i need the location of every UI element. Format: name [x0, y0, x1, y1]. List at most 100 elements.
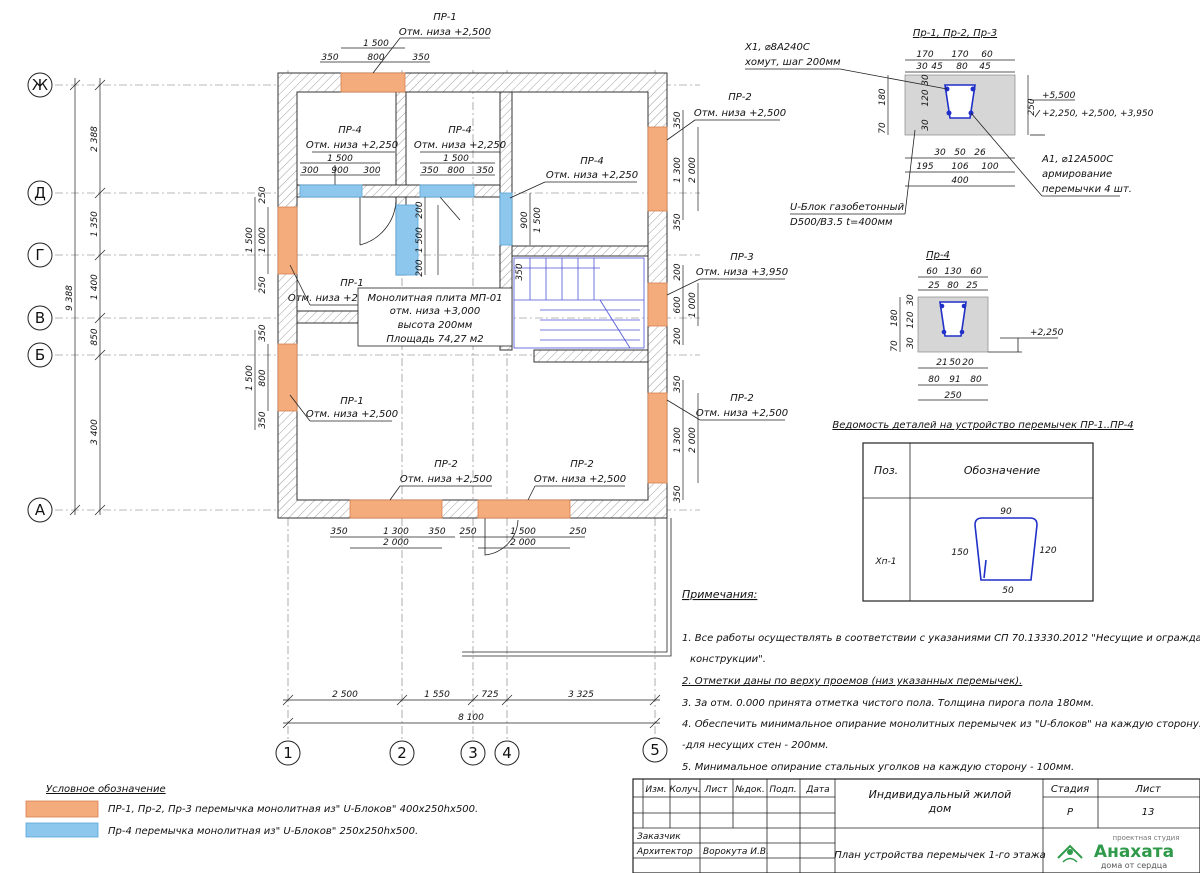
section-pr123: Пр-1, Пр-2, Пр-3 170 170 60 30 45 80 45 … [744, 28, 1154, 228]
svg-text:800: 800 [367, 53, 384, 63]
svg-text:725: 725 [481, 690, 498, 700]
axis-marker-b: Б [27, 342, 53, 368]
svg-text:60: 60 [926, 267, 938, 277]
svg-text:45: 45 [931, 62, 943, 72]
svg-text:120: 120 [906, 311, 916, 328]
svg-text:350: 350 [412, 53, 429, 63]
svg-text:80: 80 [928, 375, 940, 385]
svg-text:170: 170 [916, 50, 933, 60]
svg-text:400: 400 [951, 176, 968, 186]
svg-text:80: 80 [947, 281, 959, 291]
svg-text:25: 25 [928, 281, 940, 291]
svg-text:D500/B3.5 t=400мм: D500/B3.5 t=400мм [790, 217, 893, 228]
svg-text:200: 200 [673, 327, 683, 344]
svg-text:ПР-1: ПР-1 [340, 396, 364, 407]
svg-text:Стадия: Стадия [1051, 784, 1089, 795]
svg-text:U-Блок газобетонный: U-Блок газобетонный [790, 201, 905, 213]
svg-text:1 550: 1 550 [424, 690, 450, 700]
svg-text:дома от сердца: дома от сердца [1101, 861, 1167, 870]
lintel-pr2-bot-left [349, 499, 443, 519]
svg-text:70: 70 [878, 122, 888, 134]
svg-text:20: 20 [962, 358, 974, 368]
svg-text:Ведомость деталей на устройств: Ведомость деталей на устройство перемыче… [832, 420, 1133, 431]
annotation-pr1-top: ПР-1 Отм. низа +2,500 1 500 800 350 350 [320, 12, 491, 74]
svg-text:Лист: Лист [1134, 784, 1162, 795]
svg-text:Подп.: Подп. [769, 785, 796, 795]
svg-text:250: 250 [944, 391, 961, 401]
house-logo-icon [1057, 844, 1083, 863]
svg-text:Архитектор: Архитектор [636, 847, 693, 857]
svg-text:+2,250: +2,250 [1030, 328, 1064, 338]
svg-text:600: 600 [673, 296, 683, 313]
notes: Примечания: 1. Все работы осуществлять в… [682, 588, 1200, 773]
svg-text:А: А [35, 501, 46, 519]
lintel-pr2-right-bot [647, 392, 668, 484]
lintel-pr4-left [299, 184, 363, 198]
axis-marker-3: 3 [460, 740, 486, 766]
lintel-pr2-right-top [647, 126, 668, 212]
row-dimension-chain: 2 388 1 350 1 400 850 3 400 9 388 [65, 78, 106, 516]
svg-text:2 500: 2 500 [332, 690, 358, 700]
axis-marker-a: А [27, 497, 53, 523]
svg-text:Отм. низа +3,950: Отм. низа +3,950 [696, 267, 788, 278]
svg-text:ПР-4: ПР-4 [338, 125, 362, 136]
svg-text:200: 200 [673, 263, 683, 280]
svg-text:90: 90 [1000, 507, 1012, 517]
svg-text:перемычки 4 шт.: перемычки 4 шт. [1042, 184, 1132, 195]
svg-text:900: 900 [520, 211, 530, 228]
svg-text:Индивидуальный жилой: Индивидуальный жилой [869, 788, 1012, 801]
svg-text:2 388: 2 388 [90, 126, 100, 152]
lintel-pr1-left-top [277, 206, 298, 275]
svg-text:26: 26 [974, 148, 986, 158]
svg-text:5. Минимальное опирание стальн: 5. Минимальное опирание стальных уголков… [682, 762, 1074, 773]
section-pr4: Пр-4 60 130 60 25 80 25 180 70 30 120 30… [890, 250, 1064, 401]
svg-text:Отм. низа +2,500: Отм. низа +2,500 [534, 474, 626, 485]
lintel-pr1-top [340, 72, 406, 93]
svg-text:ПР-1: ПР-1 [340, 278, 364, 289]
svg-text:1 000: 1 000 [688, 292, 698, 318]
terrace-outline [462, 518, 672, 657]
svg-text:3 400: 3 400 [90, 419, 100, 445]
svg-text:80: 80 [970, 375, 982, 385]
svg-text:Дата: Дата [805, 785, 829, 795]
svg-text:850: 850 [90, 328, 100, 345]
svg-text:Д: Д [34, 184, 46, 202]
svg-text:100: 100 [981, 162, 998, 172]
svg-text:350: 350 [258, 324, 268, 341]
svg-text:А1, ⌀12А500С: А1, ⌀12А500С [1041, 154, 1113, 165]
svg-text:Отм. низа +2,500: Отм. низа +2,500 [399, 27, 491, 38]
annotation-pr2-bot-left: ПР-2 Отм. низа +2,500 1 300 2 000 350 35… [330, 459, 492, 549]
svg-text:3: 3 [468, 744, 478, 762]
svg-text:ПР-4: ПР-4 [448, 125, 472, 136]
svg-text:Б: Б [35, 346, 45, 364]
svg-text:армирование: армирование [1042, 169, 1112, 180]
legend-swatch-orange [25, 800, 99, 818]
svg-text:300: 300 [301, 166, 318, 176]
svg-text:Пр-4: Пр-4 [926, 250, 950, 261]
svg-text:1. Все работы осуществлять в с: 1. Все работы осуществлять в соответстви… [682, 632, 1200, 644]
doors [334, 165, 519, 556]
svg-text:высота 200мм: высота 200мм [398, 320, 473, 331]
svg-text:350: 350 [321, 53, 338, 63]
axis-marker-v: В [27, 305, 53, 331]
stair [513, 257, 645, 349]
svg-text:Х1, ⌀8А240С: Х1, ⌀8А240С [744, 42, 810, 53]
lintel-pr4-vertical-mid [395, 204, 419, 276]
svg-text:50: 50 [954, 148, 966, 158]
axis-marker-4: 4 [494, 740, 520, 766]
svg-text:120: 120 [1039, 546, 1056, 556]
svg-text:1 350: 1 350 [90, 211, 100, 237]
svg-text:ПР-2: ПР-2 [730, 393, 754, 404]
svg-text:25: 25 [966, 281, 978, 291]
svg-text:350: 350 [258, 411, 268, 428]
svg-text:ПР-2: ПР-2 [434, 459, 458, 470]
svg-text:Пр-4 перемычка монолитная из": Пр-4 перемычка монолитная из" U-Блоков" … [108, 826, 418, 837]
annotation-pr3: ПР-3 Отм. низа +3,950 600 1 000 200 200 [666, 252, 788, 345]
svg-text:900: 900 [331, 166, 348, 176]
svg-text:+5,500: +5,500 [1042, 91, 1076, 101]
lintel-pr1-left-bot [277, 343, 298, 412]
svg-text:2 000: 2 000 [688, 157, 698, 183]
svg-text:60: 60 [981, 50, 993, 60]
svg-text:Отм. низа +2,500: Отм. низа +2,500 [696, 408, 788, 419]
annotation-pr4-left: ПР-4 Отм. низа +2,250 1 500 900 300 300 [300, 125, 398, 176]
